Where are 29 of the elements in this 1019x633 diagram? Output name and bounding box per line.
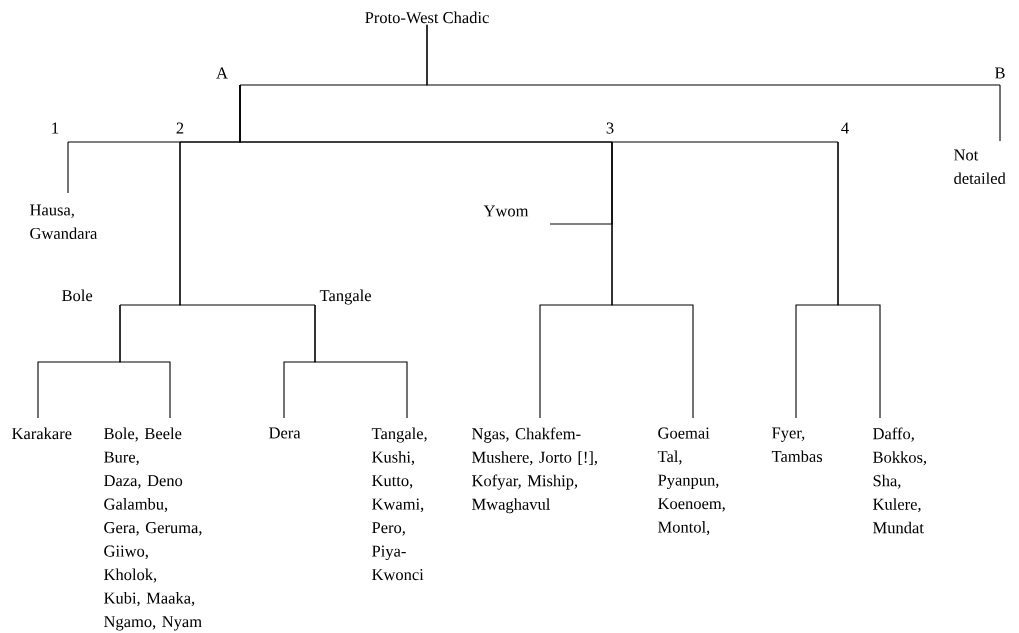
tree-label: 3 xyxy=(606,122,614,134)
tree-label: 2 xyxy=(176,122,184,134)
tree-label: Fyer, Tambas xyxy=(771,427,823,462)
tree-branch xyxy=(314,304,408,419)
tree-label: Tangale xyxy=(319,289,371,305)
tree-branch xyxy=(119,304,171,419)
tree-label: Karakare xyxy=(12,427,72,440)
tree-label: A xyxy=(216,67,228,79)
tree-label: Hausa, Gwandara xyxy=(30,204,98,239)
tree-branch xyxy=(179,141,316,306)
tree-branch xyxy=(67,141,69,194)
tree-label: Dera xyxy=(269,427,301,439)
tree-label: Bole, Beele Bure, Daza, Deno Galambu, Gera, Geruma, Giiwo, Kholok, Kubi, Maaka, Ngamo, Nyam xyxy=(104,427,202,631)
tree-label: Not detailed xyxy=(954,149,1006,184)
tree-label: B xyxy=(995,67,1005,79)
tree-label: Bole xyxy=(62,289,93,302)
tree-branch xyxy=(837,141,881,419)
tree-label: Daffo, Bokkos, Sha, Kulere, Mundat xyxy=(873,427,927,534)
tree-label: Ywom xyxy=(483,205,529,217)
tree-branch xyxy=(239,84,839,143)
tree-branch xyxy=(999,84,1001,142)
tree-label: Goemai Tal, Pyanpun, Koenoem, Montol, xyxy=(657,427,725,535)
tree-label: Tangale, Kushi, Kutto, Kwami, Pero, Piya-Kwonci xyxy=(371,427,427,581)
tree-branch xyxy=(611,141,694,419)
tree-branch xyxy=(426,24,1001,86)
tree-label: 4 xyxy=(841,122,849,134)
tree-label: 1 xyxy=(52,122,59,134)
tree-label: Proto-West Chadic xyxy=(365,11,489,24)
tree-label: Ngas, Chakfem-Mushere, Jorto [!], Kofyar, Miship, Mwaghavul xyxy=(472,427,597,514)
